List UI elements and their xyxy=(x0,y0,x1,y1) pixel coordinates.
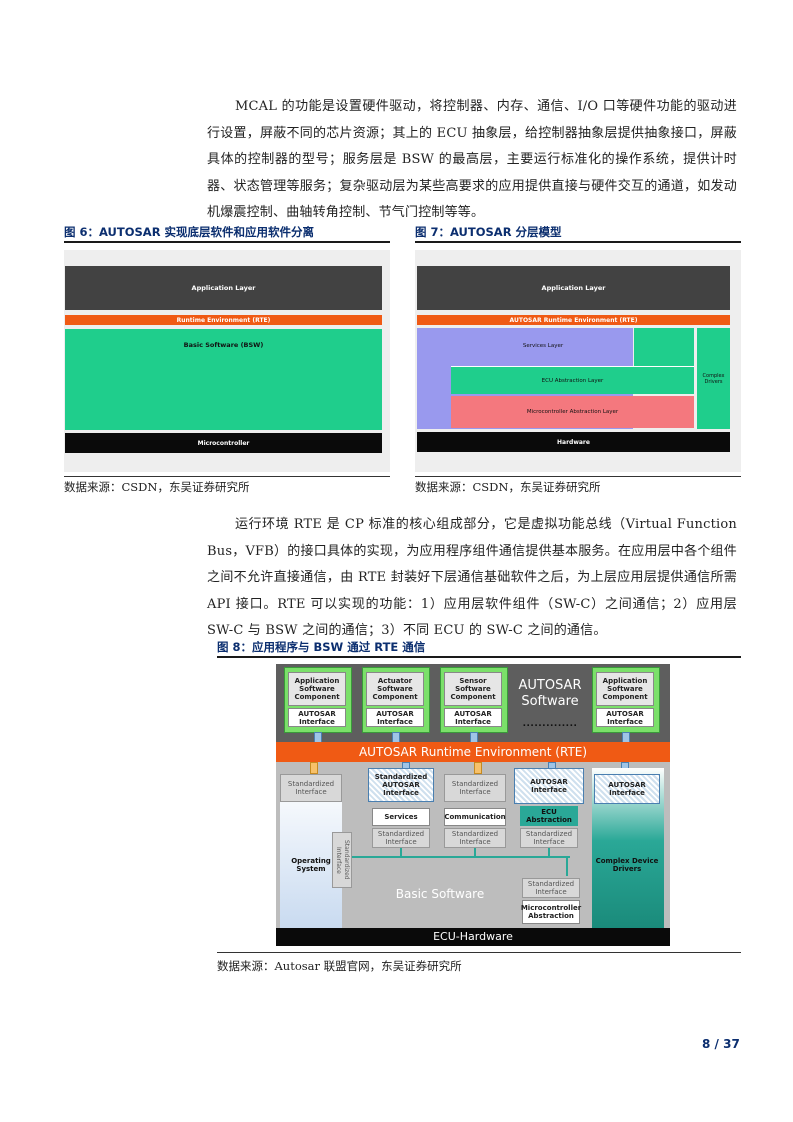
application-layer-block: Application Layer xyxy=(65,266,382,310)
services-block: Services xyxy=(372,808,430,826)
mcu-abstraction-block: Microcontroller Abstraction Layer xyxy=(451,396,694,428)
figure-6-diagram: Application Layer Runtime Environment (R… xyxy=(64,250,390,472)
bsw-bus-line xyxy=(352,856,570,858)
more-components-dots: .............. xyxy=(522,719,578,729)
application-layer-block: Application Layer xyxy=(417,266,730,310)
figure-7-bottom-rule xyxy=(415,476,741,477)
communication-block: Communication xyxy=(444,808,506,826)
rte-block: AUTOSAR Runtime Environment (RTE) xyxy=(417,315,730,325)
figure-6-title: 图 6：AUTOSAR 实现底层软件和应用软件分离 xyxy=(64,225,315,239)
rte-paragraph: 运行环境 RTE 是 CP 标准的核心组成部分，它是虚拟功能总线（Virtual… xyxy=(207,517,737,638)
complex-device-drivers-label: Complex Device Drivers xyxy=(595,857,659,873)
cdd-autosar-interface: AUTOSAR Interface xyxy=(594,774,660,804)
figure-6-bottom-rule xyxy=(64,476,390,477)
os-vertical-interface: Standardized Interface xyxy=(332,832,352,888)
bus-connector xyxy=(474,848,476,856)
comm-top-standardized-interface: Standardized Interface xyxy=(444,774,506,802)
ecu-standardized-interface: Standardized Interface xyxy=(520,828,578,848)
swc-sensor: Sensor Software Component xyxy=(444,672,502,706)
services-standardized-interface: Standardized Interface xyxy=(372,828,430,848)
bus-connector-down xyxy=(566,858,568,876)
services-layer-block: Services Layer xyxy=(453,328,633,364)
rte-block: Runtime Environment (RTE) xyxy=(65,315,382,325)
figure-6-rule xyxy=(64,241,390,243)
microcontroller-abstraction-block: Microcontroller Abstraction xyxy=(521,900,581,924)
figure-7-diagram: Application Layer AUTOSAR Runtime Enviro… xyxy=(415,250,741,472)
bsw-block: Basic Software (BSW) xyxy=(65,329,382,430)
ecu-autosar-interface: AUTOSAR Interface xyxy=(514,768,584,804)
microcontroller-block: Microcontroller xyxy=(65,433,382,453)
figure-7-title: 图 7：AUTOSAR 分层模型 xyxy=(415,225,562,239)
operating-system-label: Operating System xyxy=(291,857,331,873)
green-upper-region xyxy=(634,328,694,366)
complex-drivers-block: Complex Drivers xyxy=(697,328,730,429)
ecu-abstraction-block: ECU Abstraction Layer xyxy=(451,366,694,394)
intro-paragraph: MCAL 的功能是设置硬件驱动，将控制器、内存、通信、I/O 口等硬件功能的驱动… xyxy=(207,99,737,220)
swc-application-2: Application Software Component xyxy=(596,672,654,706)
comm-standardized-interface: Standardized Interface xyxy=(444,828,506,848)
ecu-abstraction-block: ECU Abstraction xyxy=(520,806,578,826)
figure-8-source: 数据来源：Autosar 联盟官网，东吴证券研究所 xyxy=(217,959,462,973)
figure-7-source: 数据来源：CSDN，东吴证券研究所 xyxy=(415,480,601,494)
arrow-icon xyxy=(474,762,482,774)
swc-interface-1: AUTOSAR Interface xyxy=(288,708,346,727)
swc-application-1: Application Software Component xyxy=(288,672,346,706)
figure-8-bottom-rule xyxy=(217,952,741,953)
figure-6-source: 数据来源：CSDN，东吴证券研究所 xyxy=(64,480,250,494)
mcu-standardized-interface: Standardized Interface xyxy=(522,878,580,898)
os-standardized-interface: Standardized Interface xyxy=(280,774,342,802)
hardware-block: Hardware xyxy=(417,432,730,452)
bus-connector xyxy=(548,848,550,856)
figure-7-rule xyxy=(415,241,741,243)
figure-8-diagram: Application Software Component AUTOSAR I… xyxy=(276,664,670,946)
autosar-software-label: AUTOSAR Software xyxy=(518,678,582,709)
standardized-autosar-interface: Standardized AUTOSAR Interface xyxy=(368,768,434,802)
page-number: 8 / 37 xyxy=(702,1037,740,1051)
swc-actuator: Actuator Software Component xyxy=(366,672,424,706)
ecu-hardware-band: ECU-Hardware xyxy=(276,928,670,946)
rte-band: AUTOSAR Runtime Environment (RTE) xyxy=(276,742,670,762)
basic-software-label: Basic Software xyxy=(395,887,485,901)
figure-8-title: 图 8：应用程序与 BSW 通过 RTE 通信 xyxy=(217,640,426,654)
swc-interface-2: AUTOSAR Interface xyxy=(366,708,424,727)
bus-connector xyxy=(400,848,402,856)
swc-interface-3: AUTOSAR Interface xyxy=(444,708,502,727)
swc-interface-4: AUTOSAR Interface xyxy=(596,708,654,727)
figure-8-rule xyxy=(217,656,741,658)
arrow-icon xyxy=(310,762,318,774)
